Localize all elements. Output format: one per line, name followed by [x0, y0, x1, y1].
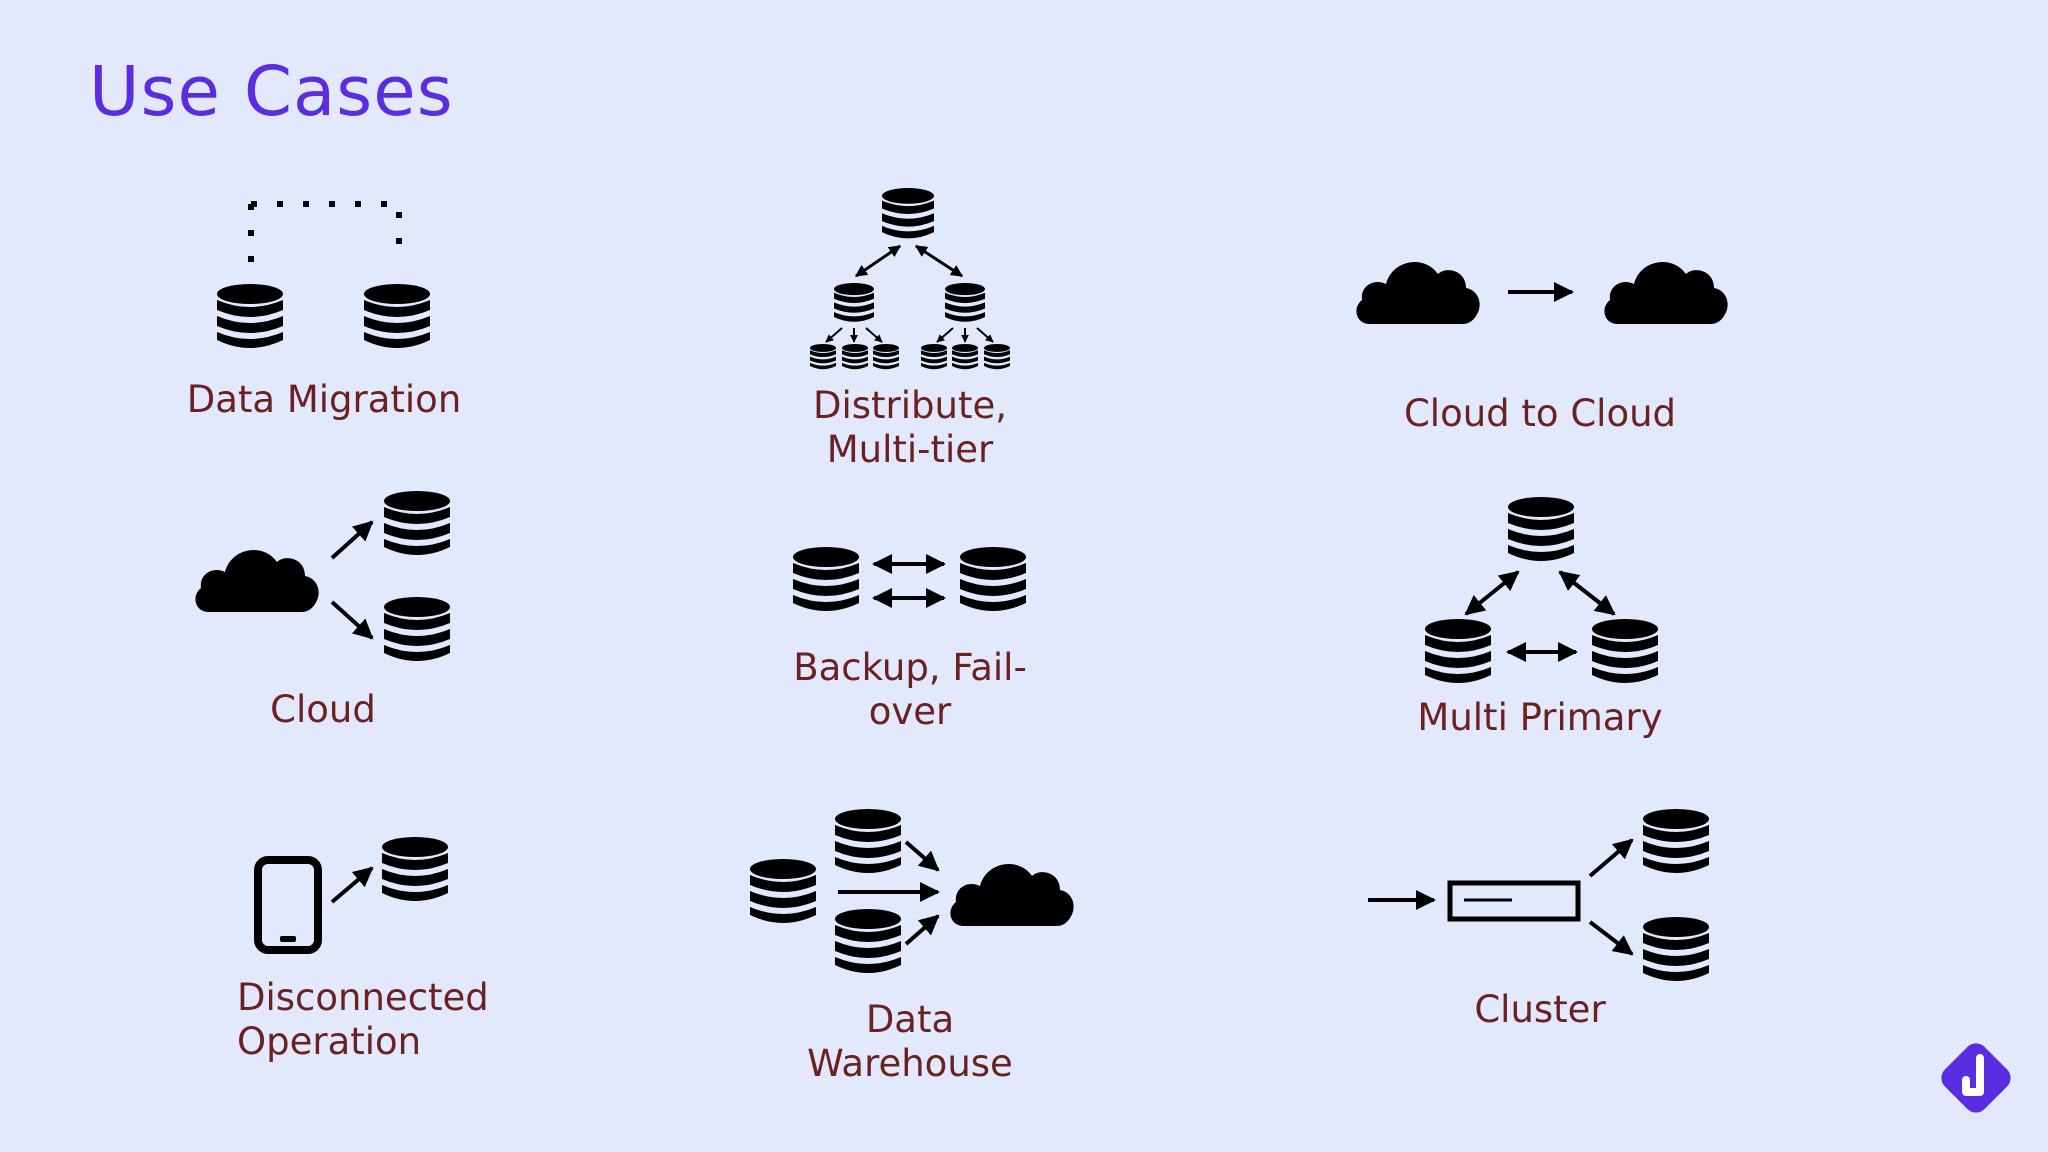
database-icon — [1425, 619, 1491, 683]
database-icon — [835, 909, 901, 973]
label-data-warehouse: Data Warehouse — [760, 998, 1060, 1086]
backup-failover-diagram — [793, 547, 1026, 611]
data-warehouse-diagram — [750, 809, 1074, 973]
brand-logo-icon — [1941, 1043, 2011, 1113]
label-line: Distribute, — [812, 384, 1007, 427]
label-line: Disconnected — [237, 976, 489, 1019]
database-icon — [984, 344, 1010, 370]
database-icon — [793, 547, 859, 611]
database-icon — [384, 597, 450, 661]
phone-icon — [254, 856, 322, 954]
database-icon — [1592, 619, 1658, 683]
database-icon — [921, 344, 947, 370]
cloud-icon — [195, 549, 319, 612]
label-line: Multi-tier — [826, 428, 994, 471]
cluster-diagram — [1368, 809, 1709, 981]
label-data-migration: Data Migration — [186, 378, 462, 421]
label-multi-primary: Multi Primary — [1417, 696, 1663, 739]
database-icon — [835, 809, 901, 873]
label-cloud-to-cloud: Cloud to Cloud — [1403, 392, 1677, 435]
page-title: Use Cases — [89, 52, 454, 132]
database-icon — [952, 344, 978, 370]
database-icon — [1508, 497, 1574, 561]
cloud-diagram — [195, 491, 450, 661]
database-icon — [945, 283, 985, 322]
database-icon — [750, 859, 816, 923]
database-icon — [882, 188, 934, 239]
data-migration-diagram — [217, 201, 430, 348]
label-cloud: Cloud — [270, 688, 376, 731]
disconnected-operation-diagram — [254, 837, 448, 954]
label-line: Warehouse — [807, 1042, 1013, 1085]
database-icon — [842, 344, 868, 370]
database-icon — [1643, 809, 1709, 873]
label-cluster: Cluster — [1474, 988, 1606, 1031]
distribute-multi-tier-diagram — [810, 188, 1010, 370]
cloud-to-cloud-diagram — [1356, 261, 1728, 324]
label-line: over — [868, 690, 952, 733]
database-icon — [382, 837, 448, 901]
database-icon — [834, 283, 874, 322]
cloud-icon — [1356, 261, 1480, 324]
load-balancer-icon — [1447, 880, 1581, 922]
database-icon — [217, 284, 283, 348]
multi-primary-diagram — [1425, 497, 1658, 683]
database-icon — [810, 344, 836, 370]
label-line: Backup, Fail- — [793, 646, 1027, 689]
database-icon — [873, 344, 899, 370]
cloud-icon — [950, 863, 1074, 926]
database-icon — [384, 491, 450, 555]
database-icon — [960, 547, 1026, 611]
label-distribute-multi-tier: Distribute, Multi-tier — [760, 384, 1060, 472]
label-backup-failover: Backup, Fail- over — [760, 646, 1060, 734]
dotted-connector — [248, 201, 402, 262]
label-disconnected-operation: Disconnected Operation — [237, 976, 537, 1064]
database-icon — [364, 284, 430, 348]
cloud-icon — [1604, 261, 1728, 324]
label-line: Data — [865, 998, 955, 1041]
database-icon — [1643, 917, 1709, 981]
label-line: Operation — [237, 1020, 422, 1063]
